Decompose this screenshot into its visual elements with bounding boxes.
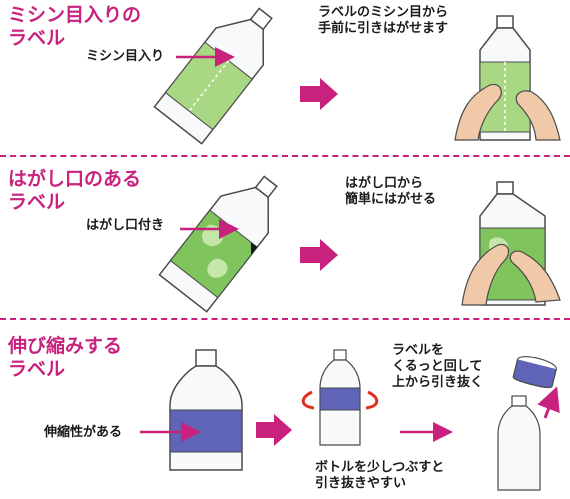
section3-lifted-band bbox=[512, 356, 557, 388]
section1-step-arrow bbox=[300, 78, 338, 110]
section2-title-line1: はがし口のある bbox=[8, 168, 142, 190]
section3-title: 伸び縮みする ラベル bbox=[8, 335, 122, 381]
section1-result: ラベルのミシン目から 手前に引きはがせます bbox=[318, 5, 448, 37]
section1-title-line2: ラベル bbox=[8, 27, 66, 49]
section3-middle-line2: 引き抜きやすい bbox=[315, 476, 407, 491]
section1-callout: ミシン目入り bbox=[86, 49, 165, 64]
section3-small-bottle bbox=[319, 349, 361, 446]
section3-result-bottle bbox=[497, 395, 541, 491]
section3-title-line2: ラベル bbox=[8, 358, 66, 380]
section-divider-2 bbox=[0, 318, 570, 320]
section3-bottle bbox=[169, 349, 243, 471]
section3-rotate-right-arrow bbox=[365, 390, 379, 410]
section3-result-line3: 上から引き抜く bbox=[392, 375, 484, 390]
section3-rotate-left-arrow bbox=[301, 390, 315, 410]
section3-title-line1: 伸び縮みする bbox=[8, 335, 123, 357]
section2-result-line2: 簡単にはがせる bbox=[345, 192, 437, 207]
section2-callout: はがし口付き bbox=[86, 218, 165, 233]
section1-title-line1: ミシン目入りの bbox=[8, 4, 142, 26]
section2-step-arrow bbox=[300, 239, 338, 271]
section1-result-line1: ラベルのミシン目から bbox=[318, 5, 449, 20]
section2-left-hand bbox=[461, 243, 510, 306]
section1-result-line2: 手前に引きはがせます bbox=[318, 21, 449, 36]
section3-step-arrow bbox=[256, 414, 292, 446]
section3-result-line1: ラベルを bbox=[392, 343, 445, 358]
section1-result-bottle bbox=[479, 15, 531, 141]
section2-bottle bbox=[158, 175, 278, 313]
section3-lift-arrow bbox=[537, 386, 560, 419]
section1-title: ミシン目入りの ラベル bbox=[8, 4, 141, 50]
section2-title-line2: ラベル bbox=[8, 191, 66, 213]
section2-title: はがし口のある ラベル bbox=[8, 168, 141, 214]
section3-middle-caption: ボトルを少しつぶすと 引き抜きやすい bbox=[315, 460, 444, 492]
section2-right-hand bbox=[509, 250, 561, 303]
section1-left-hand bbox=[454, 83, 502, 141]
section2-result-line1: はがし口から bbox=[345, 176, 424, 191]
section3-result-line2: くるっと回して bbox=[392, 359, 483, 374]
section-divider-1 bbox=[0, 155, 570, 157]
section2-result: はがし口から 簡単にはがせる bbox=[345, 176, 436, 208]
section1-right-hand bbox=[515, 90, 561, 141]
section3-callout: 伸縮性がある bbox=[44, 425, 123, 440]
section3-middle-line1: ボトルを少しつぶすと bbox=[315, 460, 445, 475]
section1-bottle bbox=[153, 7, 273, 145]
section3-result: ラベルを くるっと回して 上から引き抜く bbox=[392, 343, 483, 391]
